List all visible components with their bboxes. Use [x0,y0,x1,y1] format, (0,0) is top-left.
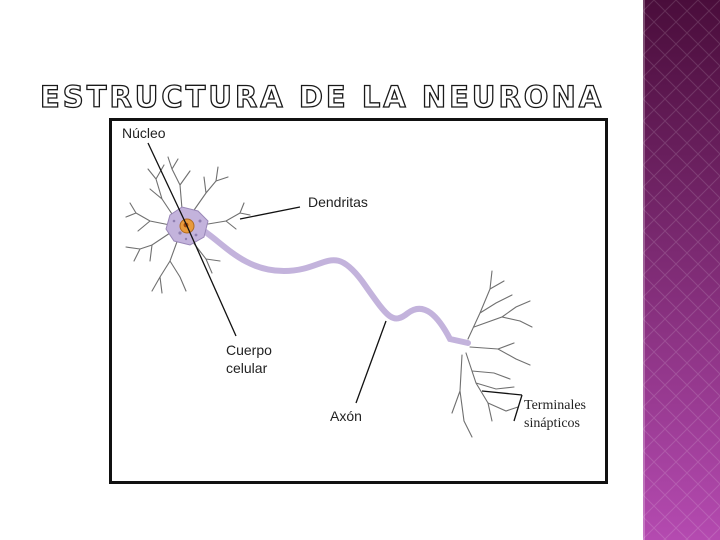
label-dendrites: Dendritas [308,194,368,210]
slide-title: ESTRUCTURA DE LA NEURONA [39,79,605,114]
label-cell-body-line2: celular [226,360,268,376]
label-cell-body-line1: Cuerpo [226,342,272,358]
neuron-diagram: Núcleo Dendritas Cuerpo celular Axón Ter… [109,118,608,484]
label-pointer-lines [147,142,523,422]
label-terminals-line1: Terminales [524,398,586,413]
label-terminals-line2: sinápticos [524,416,580,431]
axon [195,224,471,346]
label-axon: Axón [330,408,362,424]
label-nucleus: Núcleo [122,125,166,141]
cell-organelles [172,219,202,241]
synaptic-terminal-branches [451,270,533,438]
side-decorative-band [643,0,720,540]
